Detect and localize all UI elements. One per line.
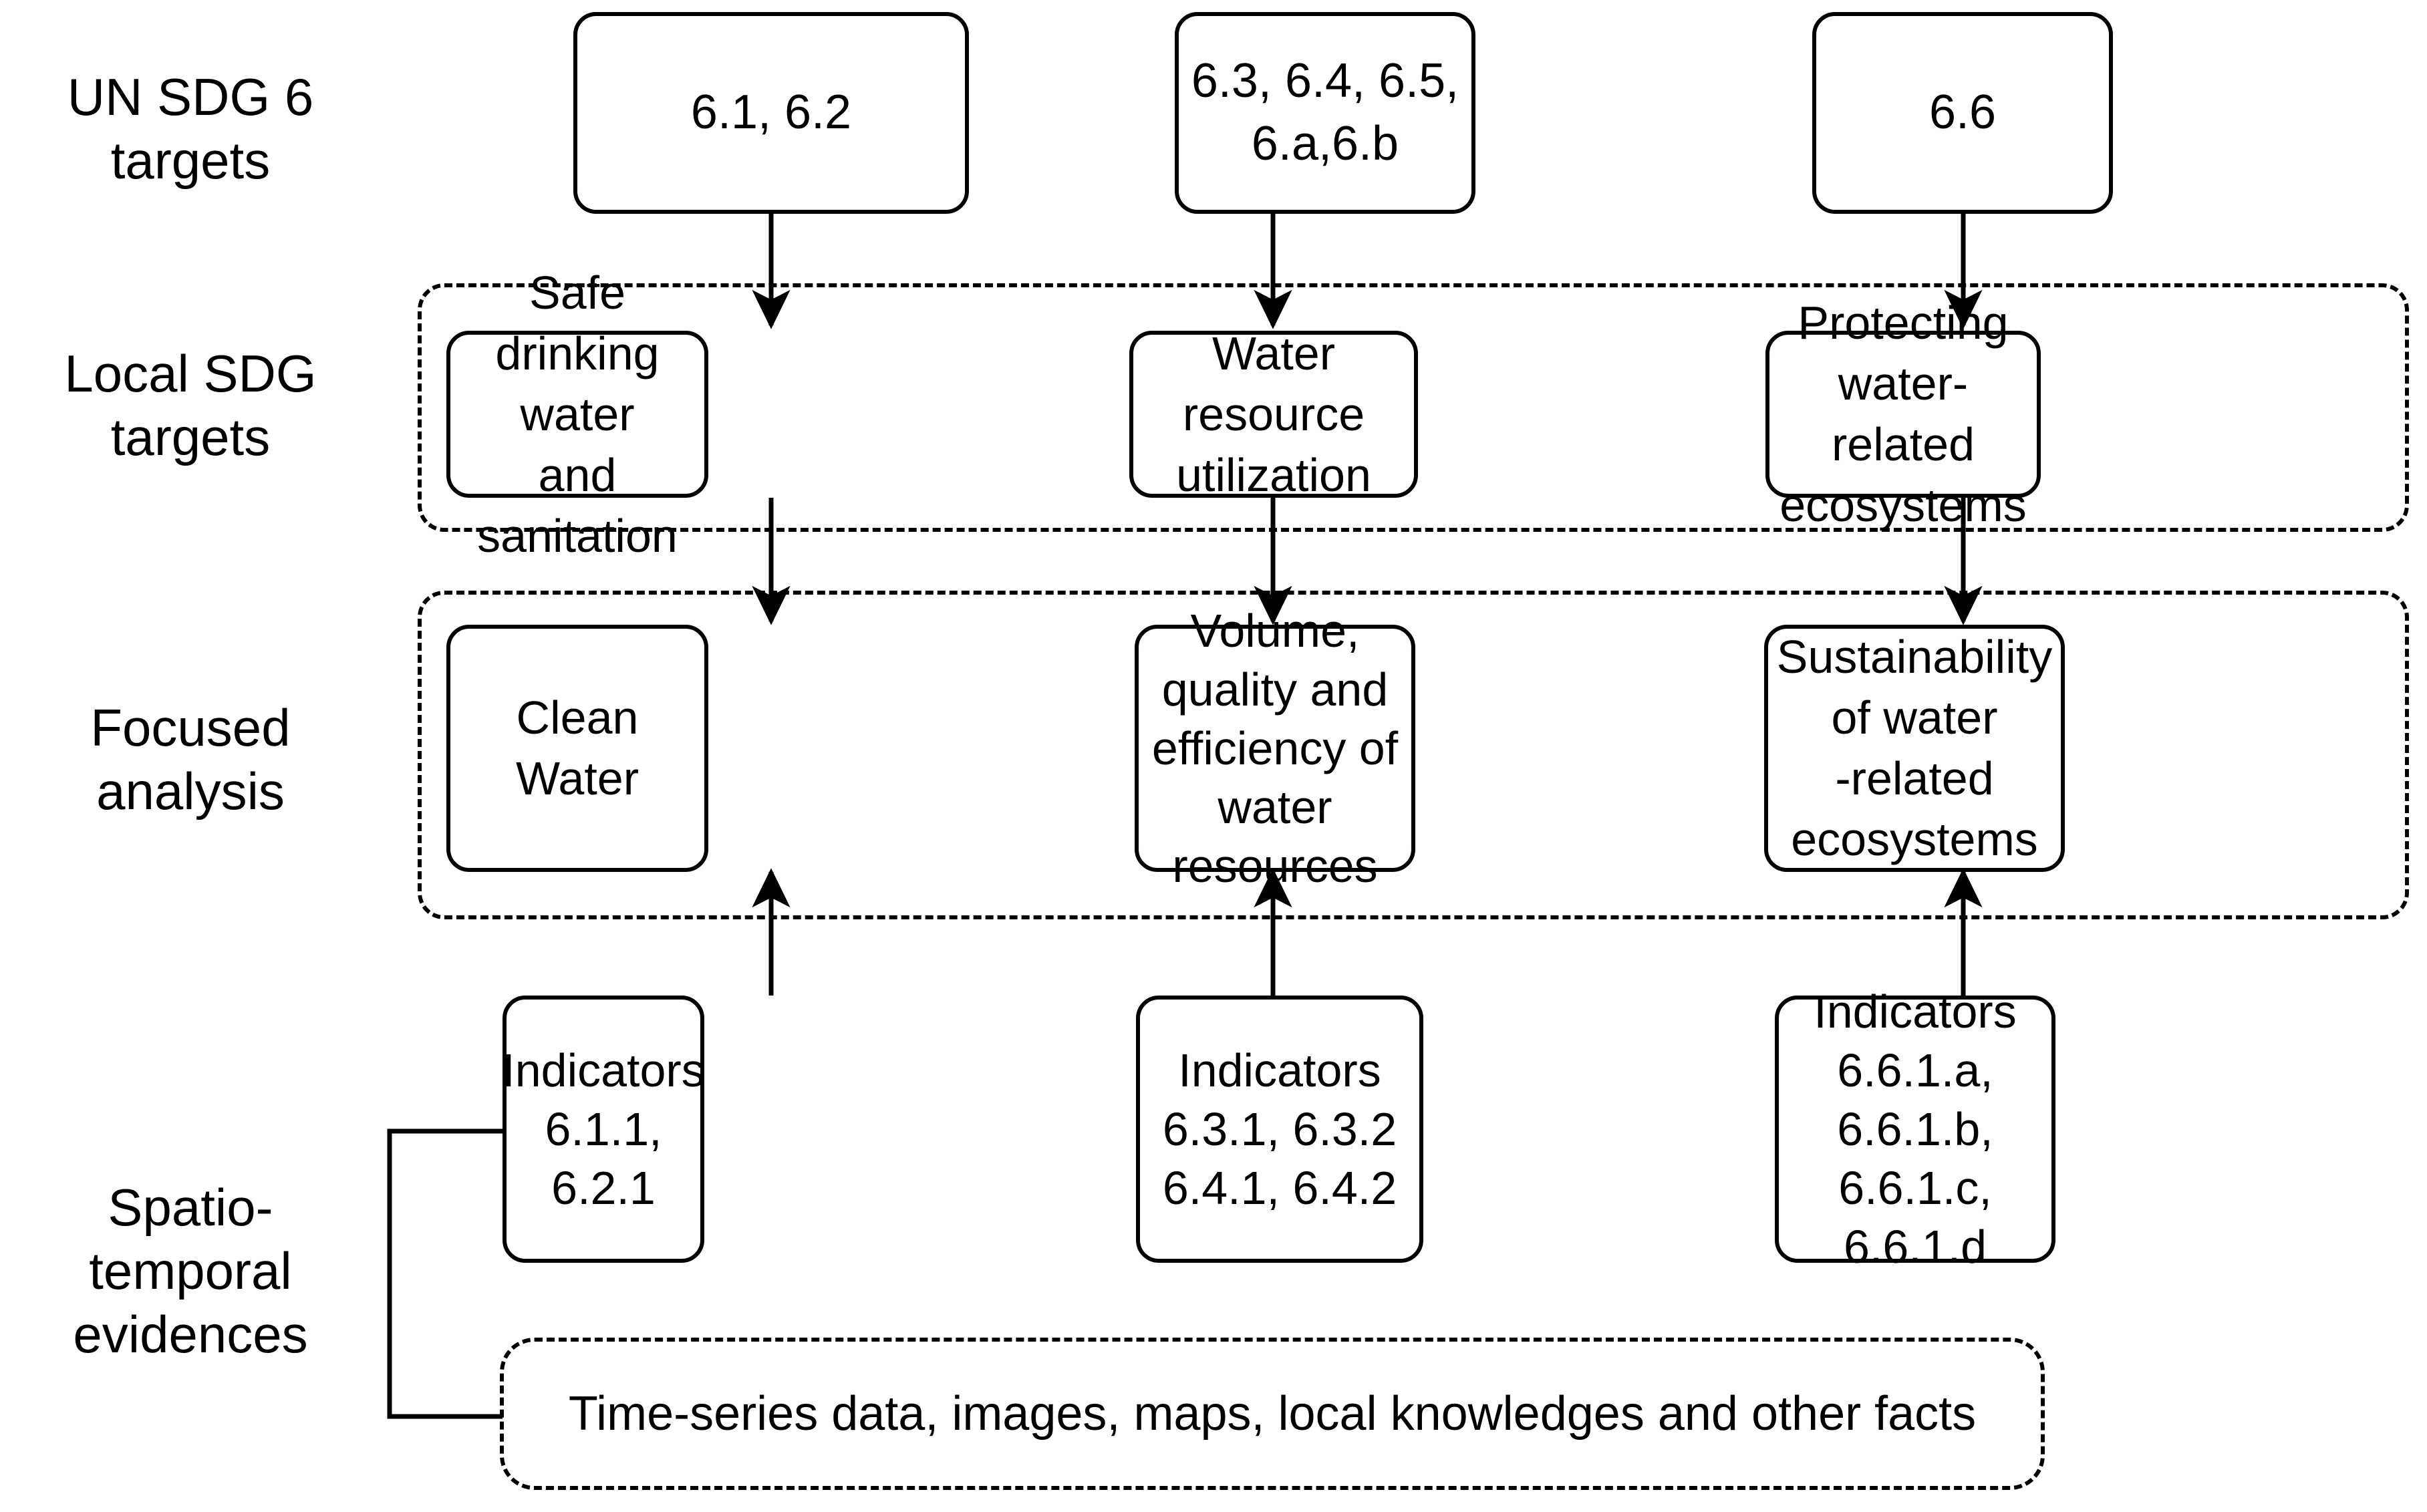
node-focus-col-1[interactable]: Clean Water — [446, 625, 708, 872]
evidence-band-label: Time-series data, images, maps, local kn… — [568, 1387, 1977, 1441]
row-label-un-sdg-6-targets: UN SDG 6 targets — [67, 67, 314, 190]
row-label-spatio-temporal-evidences: Spatio- temporal evidences — [73, 1178, 308, 1364]
row-label-focused-analysis: Focused analysis — [90, 698, 291, 821]
node-target-col-3[interactable]: 6.6 — [1812, 12, 2113, 214]
node-focus-col-3[interactable]: Sustainability of water -related ecosyst… — [1764, 625, 2065, 872]
node-indicators-col-1[interactable]: Indicators 6.1.1, 6.2.1 — [502, 996, 705, 1263]
node-focus-col-2[interactable]: Volume, quality and efficiency of water … — [1135, 605, 1415, 892]
node-target-col-2[interactable]: 6.3, 6.4, 6.5, 6.a,6.b — [1175, 12, 1475, 214]
node-indicators-col-2[interactable]: Indicators 6.3.1, 6.3.2 6.4.1, 6.4.2 — [1136, 996, 1423, 1263]
row-label-local-sdg-targets: Local SDG targets — [64, 344, 317, 467]
evidence-band[interactable]: Time-series data, images, maps, local kn… — [500, 1338, 2045, 1490]
node-local-col-2[interactable]: Water resource utilization — [1129, 327, 1418, 501]
node-local-col-3[interactable]: Protecting water- related ecosystems — [1765, 297, 2041, 531]
node-indicators-col-3[interactable]: Indicators 6.6.1.a, 6.6.1.b, 6.6.1.c, 6.… — [1775, 986, 2055, 1273]
node-local-col-1[interactable]: Safe drinking water and sanitation — [446, 267, 708, 562]
node-target-col-1[interactable]: 6.1, 6.2 — [573, 12, 969, 214]
connector-indicators-to-evidence — [387, 1128, 503, 1419]
